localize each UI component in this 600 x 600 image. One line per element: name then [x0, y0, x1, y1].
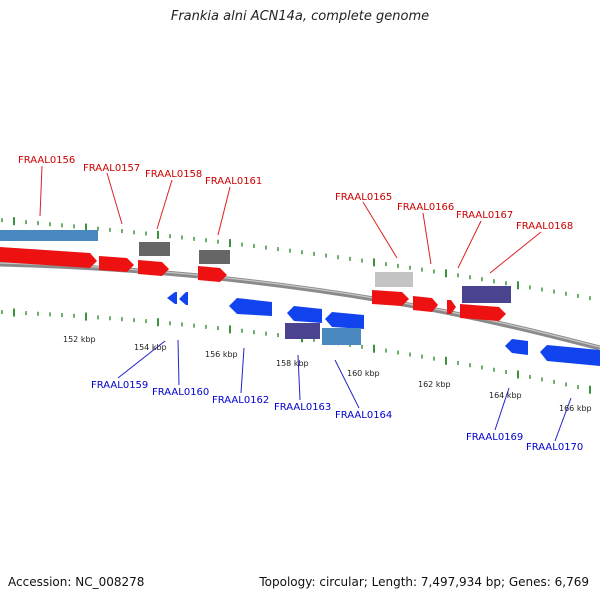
- gene-arrow-fraal0157[interactable]: [99, 256, 134, 272]
- gene-bar-fraal0167-feature[interactable]: [462, 286, 511, 303]
- map-title: Frankia alni ACN14a, complete genome: [170, 9, 430, 24]
- kbp-tick-label: 154 kbp: [134, 343, 167, 352]
- forward-leader-lines: [39, 165, 542, 274]
- gene-arrow-fraal0160[interactable]: [179, 292, 188, 305]
- gene-arrow-fraal0169[interactable]: [505, 339, 528, 355]
- gene-arrow-fraal0165[interactable]: [372, 290, 409, 306]
- accession-text: Accession: NC_008278: [8, 575, 145, 589]
- gene-bar-fraal0157-feature[interactable]: [139, 242, 170, 256]
- gene-bar-fraal0165-feature[interactable]: [375, 272, 413, 287]
- gene-label-forward[interactable]: FRAAL0166: [397, 202, 454, 213]
- gene-label-reverse[interactable]: FRAAL0159: [91, 380, 148, 391]
- gene-arrow-fraal0159[interactable]: [167, 292, 177, 304]
- gene-label-forward[interactable]: FRAAL0168: [516, 221, 573, 232]
- gene-label-forward[interactable]: FRAAL0167: [456, 210, 513, 221]
- gene-label-reverse[interactable]: FRAAL0162: [212, 395, 269, 406]
- kbp-tick-label: 158 kbp: [276, 359, 309, 368]
- kbp-tick-label: 162 kbp: [418, 380, 451, 389]
- kbp-tick-label: 152 kbp: [63, 335, 96, 344]
- kbp-tick-label: 160 kbp: [347, 369, 380, 378]
- kbp-tick-label: 166 kbp: [559, 404, 592, 413]
- gene-bar-fraal0164-feature[interactable]: [322, 328, 361, 345]
- gene-arrow-fraal0161[interactable]: [198, 266, 227, 282]
- gene-arrow-fraal0167-small[interactable]: [447, 300, 456, 314]
- gene-arrow-fraal0163-b[interactable]: [325, 312, 364, 329]
- gene-label-reverse[interactable]: FRAAL0169: [466, 432, 523, 443]
- gene-label-forward[interactable]: FRAAL0156: [18, 155, 75, 166]
- gene-label-reverse[interactable]: FRAAL0164: [335, 410, 392, 421]
- gene-label-forward[interactable]: FRAAL0161: [205, 176, 262, 187]
- gene-label-reverse[interactable]: FRAAL0170: [526, 442, 583, 453]
- gene-label-reverse[interactable]: FRAAL0163: [274, 402, 331, 413]
- genome-summary-text: Topology: circular; Length: 7,497,934 bp…: [259, 575, 589, 589]
- kbp-tick-label: 164 kbp: [489, 391, 522, 400]
- gene-bar-fraal0163-feature[interactable]: [285, 323, 320, 339]
- gene-arrow-fraal0163-a[interactable]: [287, 306, 322, 323]
- kbp-tick-label: 156 kbp: [205, 350, 238, 359]
- gene-label-forward[interactable]: FRAAL0157: [83, 163, 140, 174]
- gene-arrow-fraal0162[interactable]: [229, 298, 272, 316]
- gene-arrow-fraal0166[interactable]: [413, 296, 438, 312]
- gene-arrow-fraal0170[interactable]: [540, 345, 600, 366]
- gene-label-forward[interactable]: FRAAL0158: [145, 169, 202, 180]
- forward-tick-row: [1, 217, 591, 301]
- gene-arrow-fraal0158[interactable]: [138, 260, 169, 276]
- gene-label-forward[interactable]: FRAAL0165: [335, 192, 392, 203]
- gene-bar-fraal0156-feature[interactable]: [0, 230, 98, 241]
- gene-label-reverse[interactable]: FRAAL0160: [152, 387, 209, 398]
- gene-arrow-fraal0156[interactable]: [0, 247, 97, 268]
- gene-arrow-fraal0168[interactable]: [460, 304, 506, 321]
- gene-bar-fraal0161-feature[interactable]: [199, 250, 230, 264]
- reverse-leader-lines: [117, 339, 572, 442]
